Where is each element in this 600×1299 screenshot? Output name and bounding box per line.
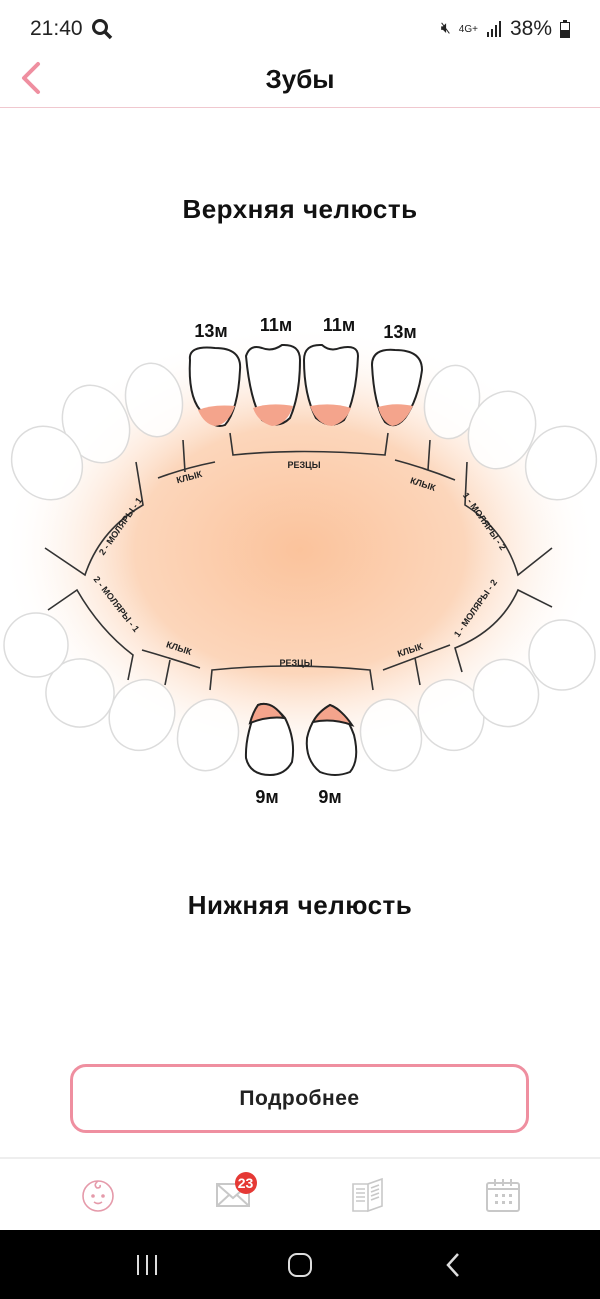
group-brackets xyxy=(44,432,553,691)
tooth-age-label: 11м xyxy=(323,315,355,335)
lower-jaw-title: Нижняя челюсть xyxy=(187,890,413,920)
network-type: 4G+ xyxy=(458,23,478,35)
tab-bar: 23 xyxy=(0,1157,600,1230)
tab-library[interactable] xyxy=(338,1170,398,1220)
tooth-age-label: 13м xyxy=(383,322,416,342)
recents-icon xyxy=(136,1254,157,1275)
faded-teeth xyxy=(3,362,598,772)
tab-calendar[interactable] xyxy=(473,1170,533,1220)
signal-icon xyxy=(486,21,501,37)
header: Зубы xyxy=(0,58,600,108)
home-icon xyxy=(287,1252,312,1277)
messages-badge: 23 xyxy=(234,1171,257,1194)
back-chevron-icon xyxy=(446,1252,460,1277)
tab-baby[interactable] xyxy=(68,1170,128,1220)
system-nav-bar xyxy=(0,1230,600,1299)
tab-messages[interactable]: 23 xyxy=(203,1170,263,1220)
tooth-age-label: 9м xyxy=(255,787,278,807)
page-title: Зубы xyxy=(265,64,335,94)
erupted-teeth xyxy=(188,343,424,777)
search-icon xyxy=(91,19,112,40)
tooth-age-label: 11м xyxy=(260,315,292,335)
baby-icon xyxy=(81,1179,114,1212)
calendar-icon xyxy=(485,1178,520,1212)
group-label-incisors: РЕЗЦЫ xyxy=(279,658,312,668)
group-label-incisors: РЕЗЦЫ xyxy=(287,460,320,470)
mute-icon: 🔇︎ xyxy=(440,20,451,37)
more-button[interactable]: Подробнее xyxy=(70,1064,529,1133)
status-bar: 21:40 🔇︎ 4G+ 38% xyxy=(0,0,600,58)
tooth-age-label: 13м xyxy=(194,321,227,341)
home-button[interactable] xyxy=(270,1240,330,1290)
back-button[interactable] xyxy=(14,60,54,100)
system-back-button[interactable] xyxy=(423,1240,483,1290)
upper-jaw-title: Верхняя челюсть xyxy=(182,194,418,224)
battery-icon xyxy=(560,20,570,38)
teeth-diagram: 13м 11м 11м 13м 9м 9м РЕЗЦЫ КЛЫК КЛЫК 2 … xyxy=(0,300,600,820)
tooth-age-label: 9м xyxy=(318,787,341,807)
book-icon xyxy=(351,1177,383,1212)
battery-level: 38% xyxy=(509,17,552,40)
time: 21:40 xyxy=(30,17,83,40)
recent-apps-button[interactable] xyxy=(117,1240,177,1290)
